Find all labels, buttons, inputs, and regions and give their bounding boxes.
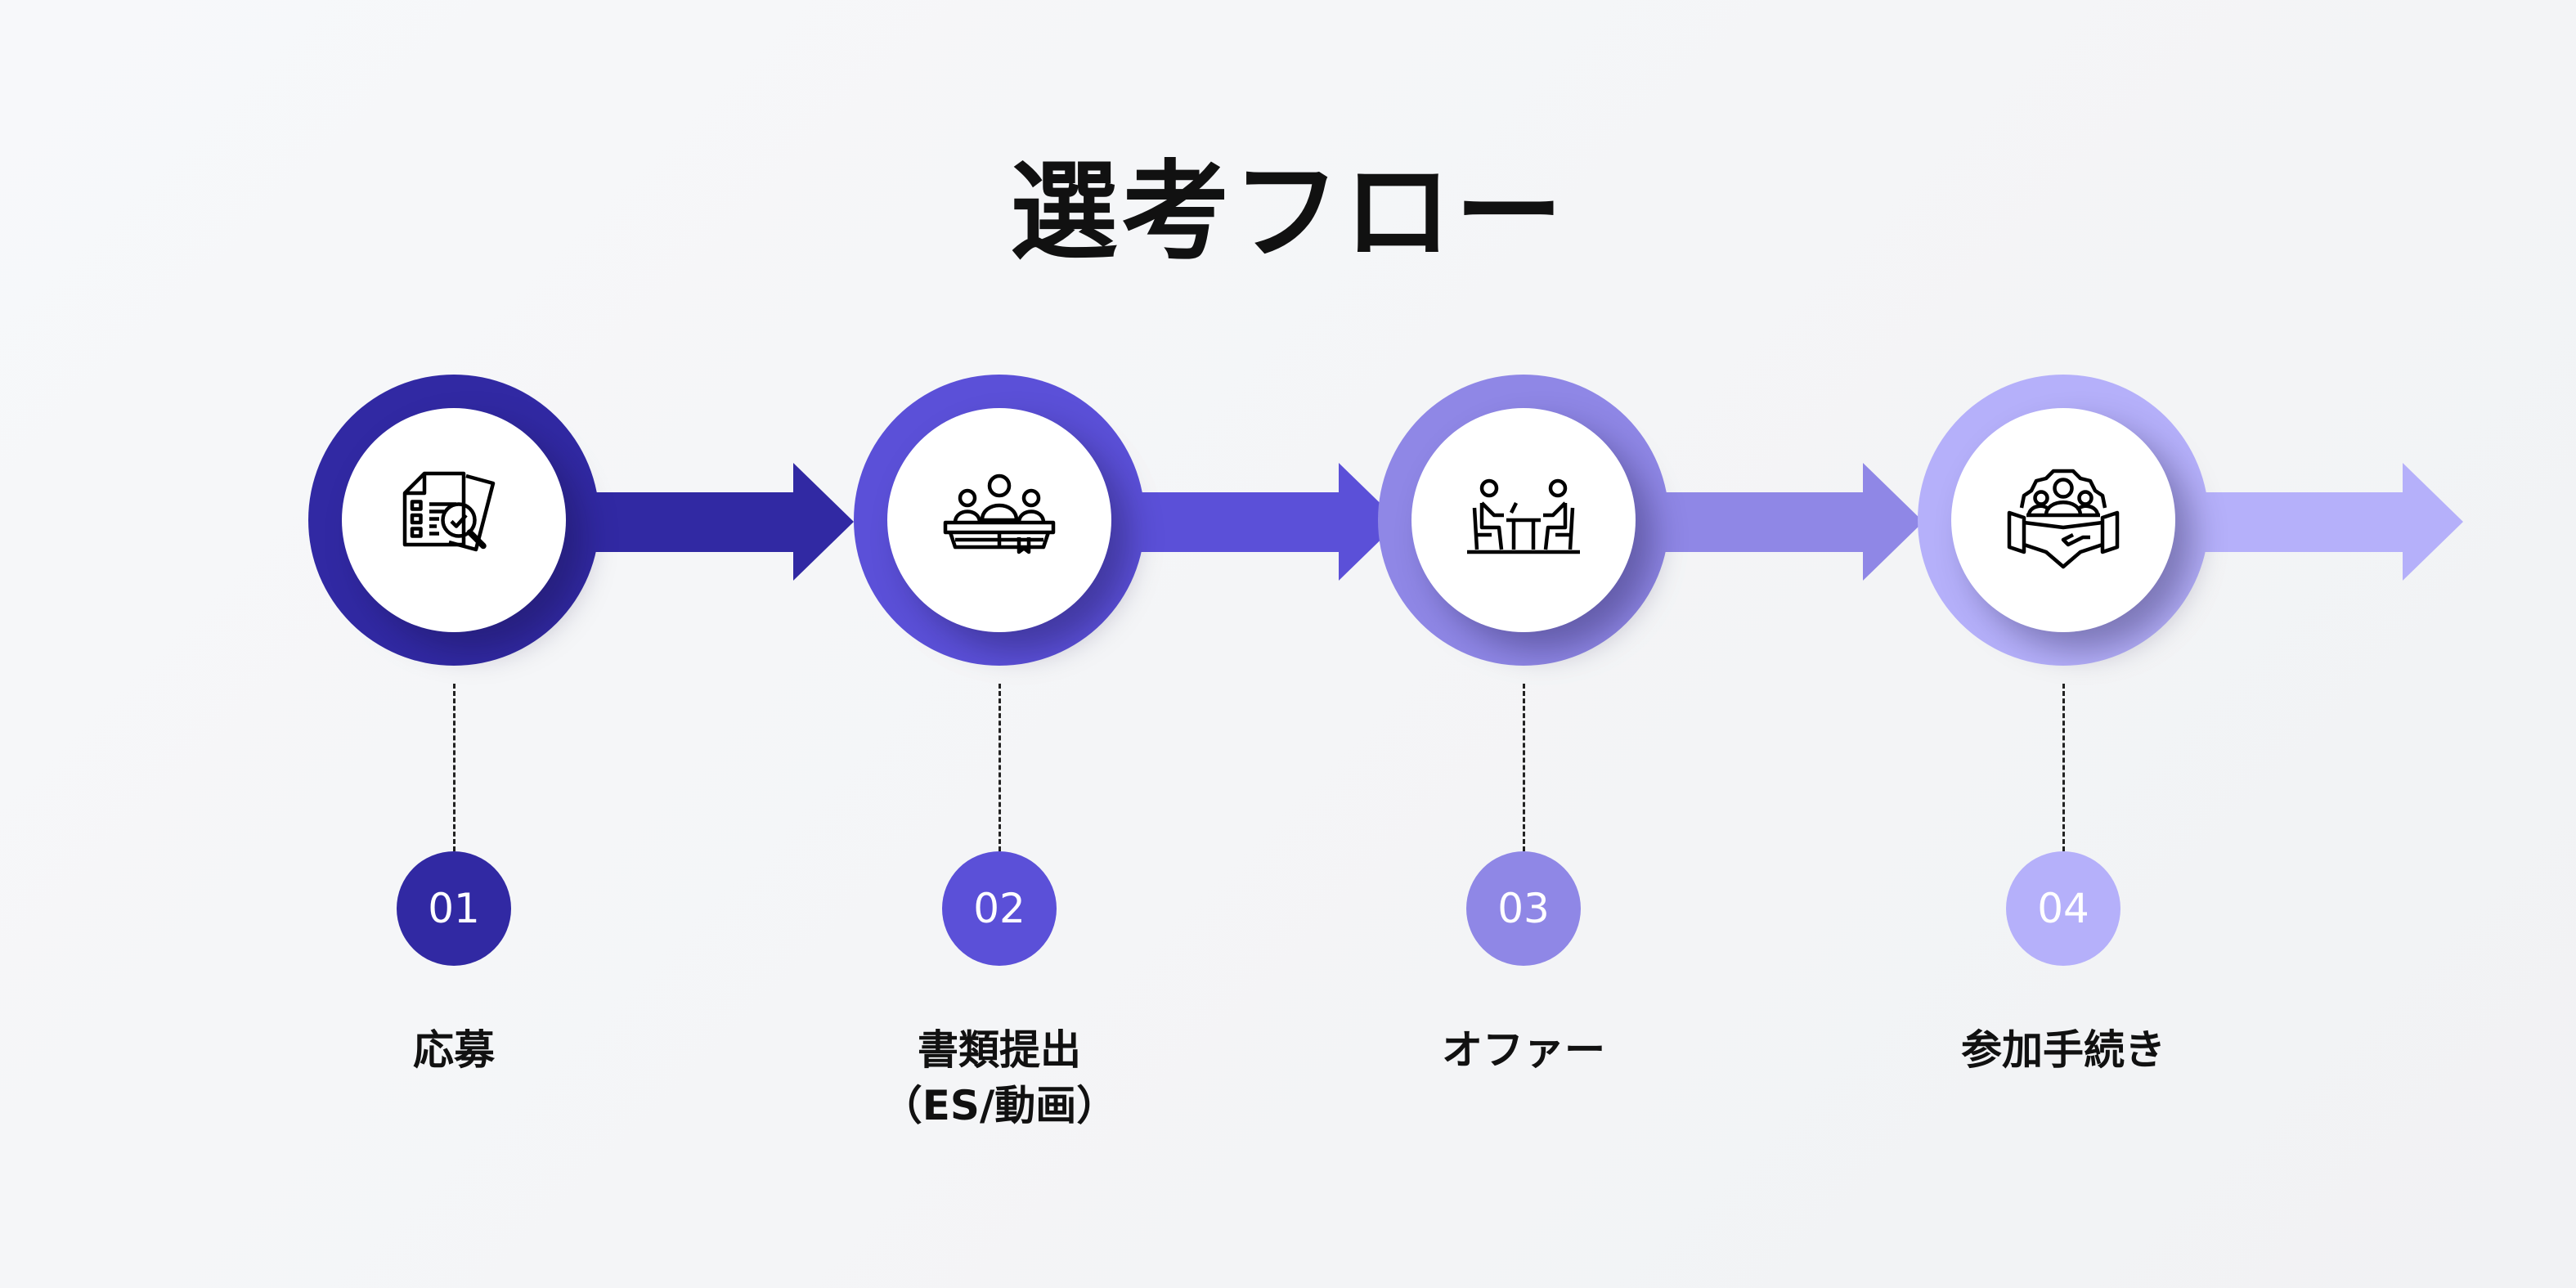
arrow-shaft	[1613, 492, 1867, 552]
connector-line	[1523, 684, 1525, 851]
page-title: 選考フロー	[1010, 150, 1566, 276]
arrow-head-icon	[2403, 463, 2463, 581]
step-documents: 02 書類提出 （ES/動画）	[713, 0, 1399, 1288]
step-offer: 03 オファー	[1237, 0, 1923, 1288]
arrow-head-icon	[793, 463, 854, 581]
arrow-shaft	[1089, 492, 1343, 552]
arrow-head-icon	[1863, 463, 1923, 581]
document-search-icon	[402, 471, 496, 552]
step-number: 02	[942, 851, 1057, 966]
step-label: 書類提出 （ES/動画）	[713, 1022, 1286, 1133]
connector-line	[999, 684, 1001, 851]
step-label: オファー	[1237, 1022, 1810, 1078]
icon-circle	[887, 408, 1111, 632]
connector-line	[453, 684, 456, 851]
meeting-icon	[1467, 478, 1580, 554]
connector-line	[2062, 684, 2065, 851]
step-label-text: 書類提出	[918, 1026, 1081, 1074]
step-sublabel: （ES/動画）	[881, 1082, 1118, 1129]
handshake-team-icon	[2007, 469, 2120, 569]
arrow-shaft	[544, 492, 797, 552]
step-label-text: 参加手続き	[1961, 1026, 2165, 1074]
icon-circle	[1411, 408, 1636, 632]
step-label-text: オファー	[1442, 1026, 1605, 1074]
icon-circle	[1951, 408, 2175, 632]
step-number: 04	[2006, 851, 2120, 966]
step-label: 参加手続き	[1777, 1022, 2349, 1078]
step-apply: 01 応募	[168, 0, 854, 1288]
step-number: 01	[397, 851, 511, 966]
arrow-shaft	[2153, 492, 2407, 552]
group-presentation-icon	[943, 473, 1056, 554]
step-number: 03	[1466, 851, 1581, 966]
icon-circle	[342, 408, 566, 632]
step-label: 応募	[168, 1022, 740, 1078]
step-procedure: 04 参加手続き	[1777, 0, 2463, 1288]
step-label-text: 応募	[413, 1026, 495, 1074]
